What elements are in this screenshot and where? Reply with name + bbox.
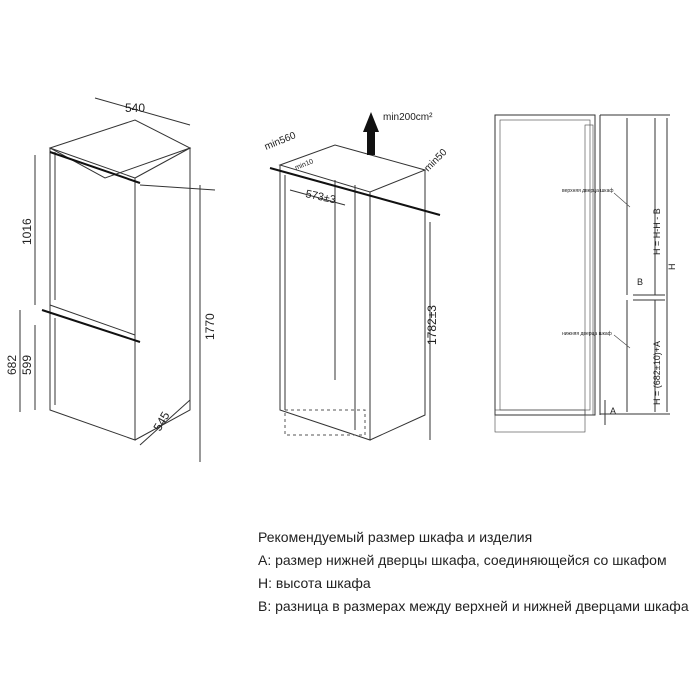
dim-lower-full: 682 (5, 355, 19, 375)
lower-door-label: нижняя дверца шкаф (562, 331, 612, 337)
upper-formula: H = H-H - B (652, 208, 662, 255)
dim-upper-height: 1016 (20, 218, 34, 245)
b-label: B (637, 277, 643, 287)
legend-h: H: высота шкафа (258, 575, 371, 591)
dim-width: 540 (125, 101, 145, 115)
lower-formula: H = (682±10)+A (652, 341, 662, 405)
upper-door-label: верхняя дверца шкаф (562, 188, 614, 194)
dim-lower-door: 599 (20, 355, 34, 375)
legend-title: Рекомендуемый размер шкафа и изделия (258, 529, 533, 545)
a-label: A (610, 406, 616, 416)
side-view-drawing (494, 114, 670, 433)
dim-min-depth: min560 (263, 130, 298, 153)
legend: Рекомендуемый размер шкафа и изделия A: … (258, 526, 689, 618)
total-h-label: H (667, 264, 677, 271)
cabinet-drawing (269, 112, 441, 441)
fridge-drawing (19, 97, 216, 462)
legend-b: B: разница в размерах между верхней и ни… (258, 598, 689, 614)
dim-inner-height: 1782±3 (425, 305, 439, 345)
dim-min-gap: min10 (294, 158, 314, 172)
dim-min-top: min50 (422, 147, 449, 174)
legend-a: A: размер нижней дверцы шкафа, соединяющ… (258, 552, 667, 568)
dim-inner-width: 573±3 (304, 188, 336, 206)
dim-total-height: 1770 (203, 313, 217, 340)
vent-area: min200cm² (383, 112, 433, 123)
